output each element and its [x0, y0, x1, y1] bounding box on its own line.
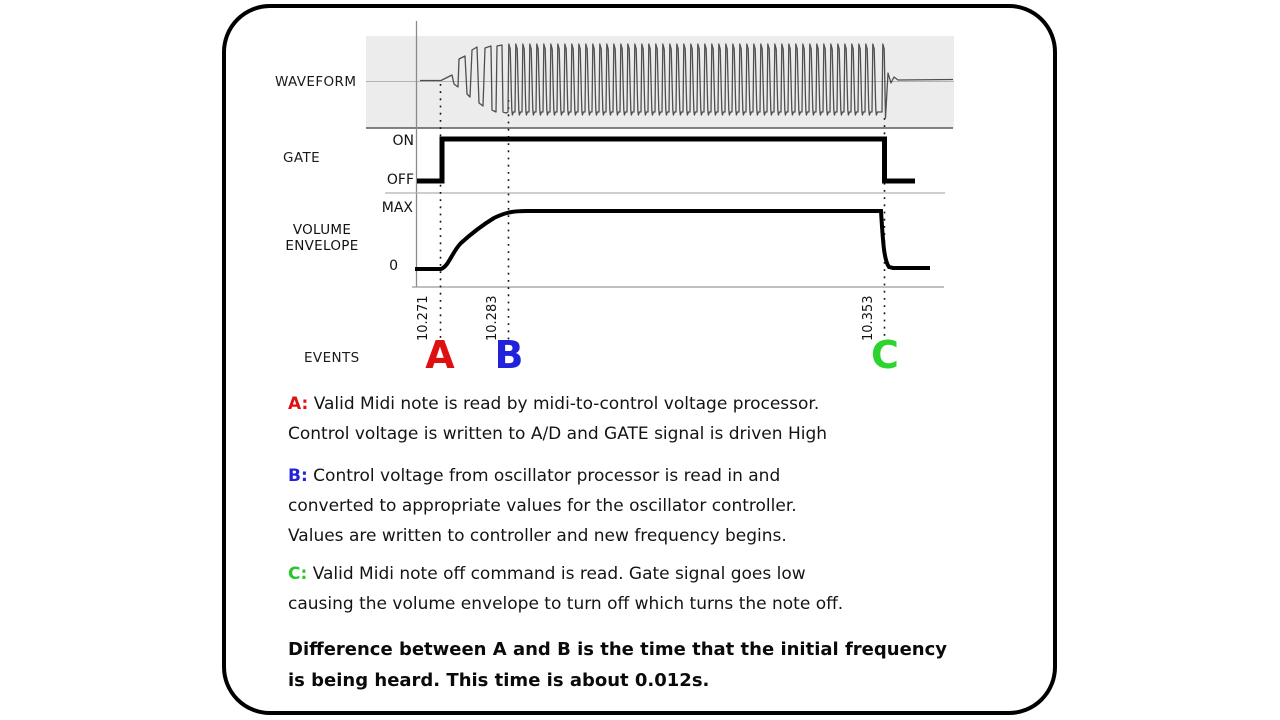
signal-chart — [366, 21, 954, 345]
volume-envelope-label-line1: VOLUME — [292, 222, 352, 238]
note-a-line1: Valid Midi note is read by midi-to-contr… — [313, 394, 820, 414]
event-c-letter: C — [871, 333, 899, 377]
note-c-line2: causing the volume envelope to turn off … — [288, 594, 844, 614]
note-c-line1: Valid Midi note off command is read. Gat… — [312, 564, 806, 584]
gate-trace — [417, 136, 915, 184]
note-a: A: Valid Midi note is read by midi-to-co… — [288, 389, 827, 449]
volume-envelope-row-label: VOLUME ENVELOPE — [285, 222, 359, 254]
note-b-label: B: — [288, 466, 308, 486]
event-b-letter: B — [494, 333, 524, 377]
gate-off-label: OFF — [386, 172, 414, 188]
envelope-zero-label: 0 — [389, 258, 398, 274]
gate-on-label: ON — [392, 133, 415, 149]
note-b-line1: Control voltage from oscillator processo… — [313, 466, 781, 486]
waveform-row-label: WAVEFORM — [275, 74, 357, 90]
waveform-trace — [420, 43, 954, 119]
volume-envelope-label-line2: ENVELOPE — [285, 238, 359, 254]
note-c: C: Valid Midi note off command is read. … — [288, 559, 843, 619]
note-b-line3: Values are written to controller and new… — [288, 526, 787, 546]
envelope-max-label: MAX — [381, 200, 413, 216]
note-a-label: A: — [288, 394, 309, 414]
events-row-label: EVENTS — [304, 350, 360, 366]
summary-line1: Difference between A and B is the time t… — [288, 639, 947, 660]
envelope-trace — [415, 209, 930, 271]
gate-row-label: GATE — [283, 150, 321, 166]
note-b-line2: converted to appropriate values for the … — [288, 496, 797, 516]
note-a-line2: Control voltage is written to A/D and GA… — [288, 424, 828, 444]
note-b: B: Control voltage from oscillator proce… — [288, 461, 797, 551]
event-a-letter: A — [425, 333, 455, 377]
summary-text: Difference between A and B is the time t… — [288, 634, 947, 696]
summary-line2: is being heard. This time is about 0.012… — [288, 670, 710, 691]
note-c-label: C: — [288, 564, 308, 584]
